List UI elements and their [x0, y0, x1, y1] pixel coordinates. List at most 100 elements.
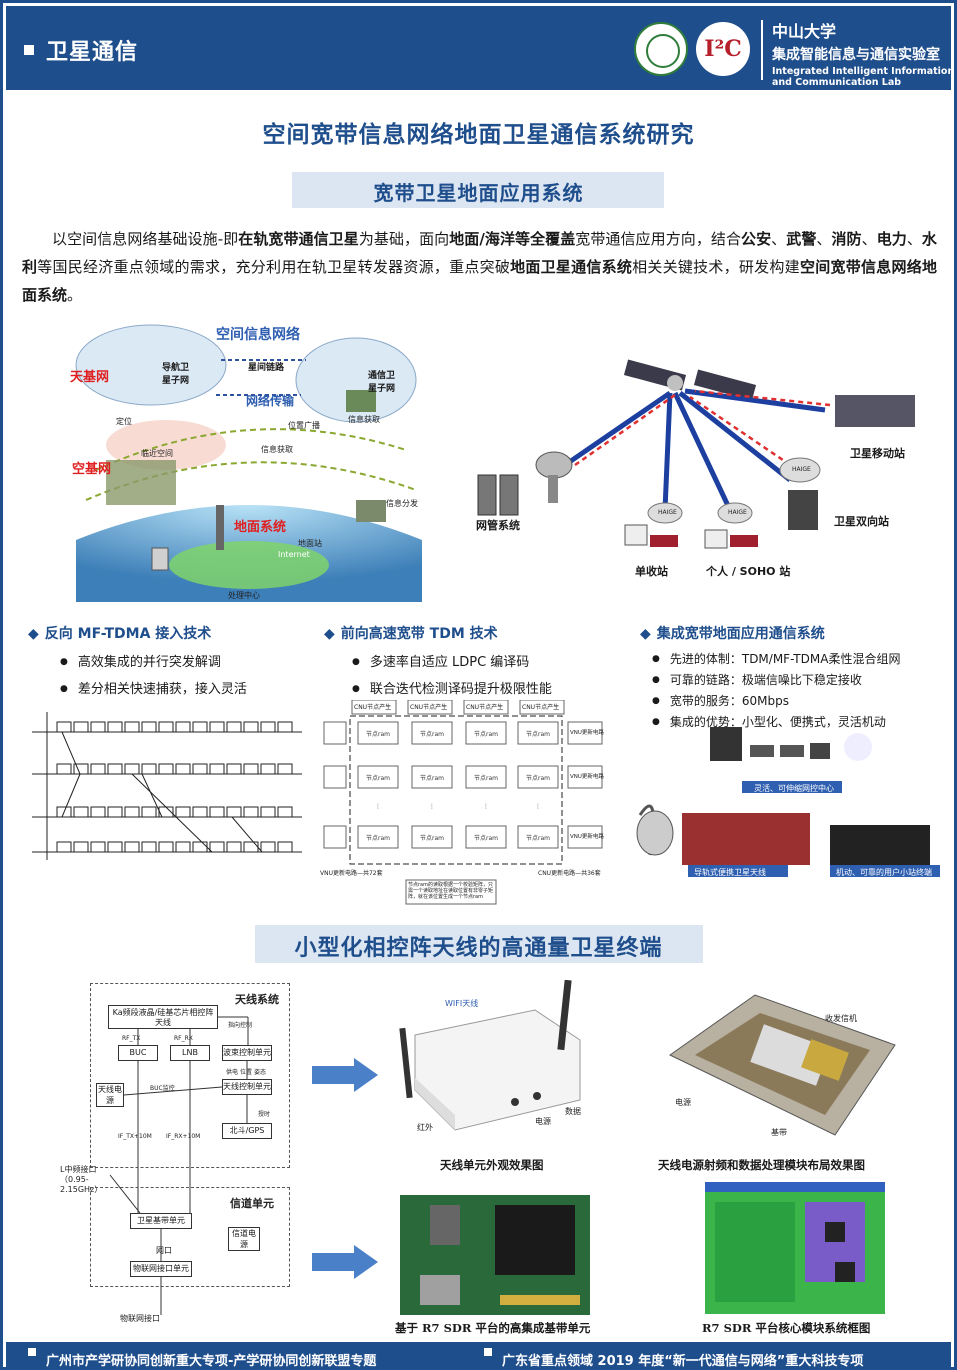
label-near-space: 临近空间	[141, 449, 173, 458]
footer-right: 广东省重点领域 2019 年度“新一代通信与网络”重大科技专项	[484, 1346, 863, 1369]
subtitle: 宽带卫星地面应用系统	[373, 181, 584, 205]
label-trx: 收发信机	[825, 1014, 857, 1023]
diamond-icon: ◆	[28, 626, 39, 642]
svg-text:节点ram: 节点ram	[474, 834, 498, 842]
lab-name-en: Integrated Intelligent Information and C…	[772, 66, 955, 88]
section-title-text: 卫星通信	[46, 40, 139, 65]
lnb-box: LNB	[170, 1045, 210, 1061]
intro-text: 以空间信息网络基础设施-即	[52, 230, 239, 248]
list-item: 可靠的链路：极端信噪比下稳定接收	[652, 671, 900, 692]
ldpc-note: 节点ram的读取根据一个校验矩阵，只需一个读取地址在读取位置有非零子矩阵，就在该…	[408, 882, 494, 900]
cnu-label: CNU节点产生	[410, 704, 448, 711]
label-broadcast: 位置广播	[288, 421, 320, 430]
antenna-unit-graphic	[399, 979, 581, 1131]
satellite-system-diagram: 网管系统 卫星移动站 卫星双向站 单收站 个人 / SOHO 站 HAIGE H…	[470, 345, 920, 580]
antenna-system-label: 天线系统	[235, 993, 279, 1006]
col3-list: 先进的体制：TDM/MF-TDMA柔性混合组网 可靠的链路：极端信噪比下稳定接收…	[652, 650, 901, 734]
label-info-get-2: 信息获取	[261, 445, 293, 454]
channel-unit-label: 信道单元	[230, 1197, 274, 1210]
r7-core-graphic	[705, 1182, 885, 1314]
intro-bold: 公安	[741, 230, 772, 248]
label-space-network: 空间信息网络	[216, 327, 300, 343]
caption-r7-baseband: 基于 R7 SDR 平台的高集成基带单元	[395, 1321, 591, 1335]
cnu-total: CNU更新电路—共36套	[538, 870, 601, 877]
intro-bold: 电力	[876, 230, 907, 248]
label-infrared: 红外	[417, 1123, 433, 1132]
label-baseband: 基带	[771, 1128, 787, 1137]
label-proc-center: 处理中心	[228, 591, 260, 600]
haige-label: HAIGE	[792, 466, 811, 473]
label-rf-tx: RF_TX	[122, 1035, 141, 1042]
col2-list: 多速率自适应 LDPC 编译码 联合迭代检测译码提升极限性能	[352, 650, 552, 704]
block-connectors	[109, 1016, 249, 1315]
cnu-label: CNU节点产生	[522, 704, 560, 711]
svg-text:节点ram: 节点ram	[526, 730, 550, 738]
header-divider	[761, 20, 763, 80]
svg-text:⋮: ⋮	[483, 803, 489, 810]
list-item: 差分相关快速捕获，接入灵活	[60, 677, 247, 704]
caption-portable-antenna: 导轨式便携卫星天线	[694, 868, 766, 877]
i2c-logo: I²C	[696, 22, 750, 76]
vnu-label: VNU更新电路	[570, 730, 604, 736]
label-tpps: 授时	[258, 1111, 271, 1118]
bds-gps-box: 北斗/GPS	[222, 1123, 272, 1139]
intro-text: 、	[771, 230, 787, 248]
intro-bold: 空间宽带信息网络地面系统	[22, 258, 937, 304]
mf-tdma-timing-diagram	[32, 712, 304, 860]
intro-bold: 消防	[831, 230, 862, 248]
page-title: 空间宽带信息网络地面卫星通信系统研究	[262, 122, 695, 148]
label-isl: 星间链路	[248, 363, 285, 373]
section2-title: 小型化相控阵天线的高通量卫星终端	[294, 936, 663, 961]
svg-text:⋮: ⋮	[429, 803, 435, 810]
label-data: 数据	[565, 1107, 581, 1116]
ka-array-box: Ka频段液晶/硅基芯片相控阵天线	[108, 1005, 218, 1029]
label-soho: 个人 / SOHO 站	[706, 565, 791, 578]
satellite-system-graphic	[477, 359, 915, 549]
antenna-layout-image: 收发信机 电源 基带	[665, 985, 900, 1145]
label-port: 网口	[156, 1246, 172, 1255]
system-photos-graphic	[636, 727, 940, 877]
diamond-icon: ◆	[640, 626, 651, 642]
header-bar: 卫星通信 I²C 中山大学 集成智能信息与通信实验室 Integrated In…	[6, 6, 954, 90]
caption-user-terminal: 机动、可靠的用户小站终端	[836, 868, 932, 877]
intro-bold: 武警	[786, 230, 817, 248]
col3-title-text: 集成宽带地面应用通信系统	[656, 626, 825, 642]
label-air-network: 空基网	[72, 462, 112, 477]
haige-label: HAIGE	[728, 509, 747, 516]
footer-left-text: 广州市产学研协同创新重大专项-产学研协同创新联盟专题	[46, 1354, 377, 1369]
ant-power-box: 天线电源	[96, 1083, 124, 1107]
col1-title: ◆反向 MF-TDMA 接入技术	[28, 623, 211, 643]
label-duplex-station: 卫星双向站	[834, 515, 889, 528]
list-item: 宽带的服务：60Mbps	[652, 692, 900, 713]
sysu-logo	[634, 22, 688, 76]
baseband-box: 卫星基带单元	[130, 1213, 192, 1229]
university-name: 中山大学	[772, 22, 837, 41]
label-position: 定位	[116, 417, 132, 426]
svg-text:节点ram: 节点ram	[366, 730, 390, 738]
intro-text: 为基础，面向	[358, 230, 450, 248]
svg-text:节点ram: 节点ram	[366, 834, 390, 842]
label-info-dist: 信息分发	[386, 499, 418, 508]
intro-bold: 地面卫星通信系统	[510, 258, 633, 276]
haige-label: HAIGE	[658, 509, 677, 516]
vnu-label: VNU更新电路	[570, 834, 604, 840]
ch-power-box: 信道电源	[228, 1227, 260, 1251]
label-net-transfer: 网络传输	[246, 394, 295, 408]
antenna-layout-graphic	[669, 994, 896, 1136]
label-iot-port: 物联网接口	[120, 1314, 160, 1323]
ant-ctrl-box: 天线控制单元	[222, 1079, 272, 1095]
label-if-tx: IF_TX+10M	[118, 1133, 152, 1140]
label-rx-only: 单收站	[635, 565, 668, 578]
r7-baseband-image	[400, 1195, 590, 1315]
vnu-label: VNU更新电路	[570, 774, 604, 780]
label-nav-sat: 导航卫星子网	[162, 363, 190, 386]
label-mobile-station: 卫星移动站	[850, 447, 905, 460]
label-rf-rx: RF_RX	[174, 1035, 193, 1042]
intro-text: 、	[816, 230, 832, 248]
intro-text: 相关关键技术，研发构建	[632, 258, 800, 276]
list-item: 集成的优势：小型化、便携式，灵活机动	[652, 713, 900, 734]
caption-antenna-layout: 天线电源射频和数据处理模块布局效果图	[658, 1158, 865, 1172]
cnu-label: CNU节点产生	[466, 704, 504, 711]
svg-text:节点ram: 节点ram	[420, 730, 444, 738]
